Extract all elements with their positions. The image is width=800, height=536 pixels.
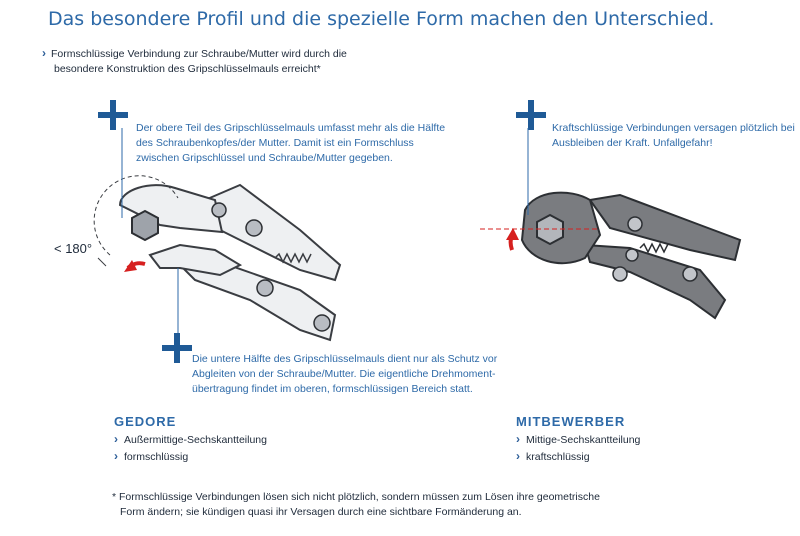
feature-item: formschlüssig <box>114 448 267 465</box>
competitor-features: Mittige-Sechskantteilung kraftschlüssig <box>516 431 640 465</box>
callout-line: des Schraubenkopfes/der Mutter. Damit is… <box>136 137 414 149</box>
feature-item: kraftschlüssig <box>516 448 640 465</box>
footnote: * Formschlüssige Verbindungen lösen sich… <box>112 490 600 520</box>
gedore-top-callout: Der obere Teil des Gripschlüsselmauls um… <box>136 121 445 166</box>
competitor-callout: Kraftschlüssige Verbindungen versagen pl… <box>552 121 795 151</box>
gedore-bottom-callout: Die untere Hälfte des Gripschlüsselmauls… <box>192 352 497 397</box>
intro-line-2: besondere Konstruktion des Gripschlüssel… <box>54 63 321 75</box>
callout-line: Ausbleiben der Kraft. Unfallgefahr! <box>552 137 713 149</box>
footnote-line-1: * Formschlüssige Verbindungen lösen sich… <box>112 491 600 503</box>
angle-label: < 180° <box>54 241 93 256</box>
callout-line: zwischen Gripschlüssel und Schraube/Mutt… <box>136 152 393 164</box>
intro-text: Formschlüssige Verbindung zur Schraube/M… <box>42 46 347 77</box>
callout-line: übertragung findet im oberen, formschlüs… <box>192 383 473 395</box>
callout-line: Der obere Teil des Gripschlüsselmauls um… <box>136 122 446 134</box>
callout-line: Abgleiten von der Schraube/Mutter. Die e… <box>192 368 496 380</box>
plus-icon <box>516 100 546 130</box>
plus-icon <box>162 333 192 363</box>
gedore-heading: GEDORE <box>114 414 177 429</box>
competitor-heading: MITBEWERBER <box>516 414 626 429</box>
feature-item: Außermittige-Sechskantteilung <box>114 431 267 448</box>
gedore-features: Außermittige-Sechskantteilung formschlüs… <box>114 431 267 465</box>
competitor-plier-illustration <box>480 191 742 320</box>
callout-line: Kraftschlüssige Verbindungen versagen pl… <box>552 122 795 134</box>
footnote-line-2: Form ändern; sie kündigen quasi ihr Vers… <box>120 506 522 518</box>
intro-line-1: Formschlüssige Verbindung zur Schraube/M… <box>42 48 347 60</box>
feature-item: Mittige-Sechskantteilung <box>516 431 640 448</box>
plus-icon <box>98 100 128 130</box>
gedore-plier-illustration <box>93 175 342 342</box>
page-title: Das besondere Profil und die spezielle F… <box>48 8 715 30</box>
callout-line: Die untere Hälfte des Gripschlüsselmauls… <box>192 353 498 365</box>
